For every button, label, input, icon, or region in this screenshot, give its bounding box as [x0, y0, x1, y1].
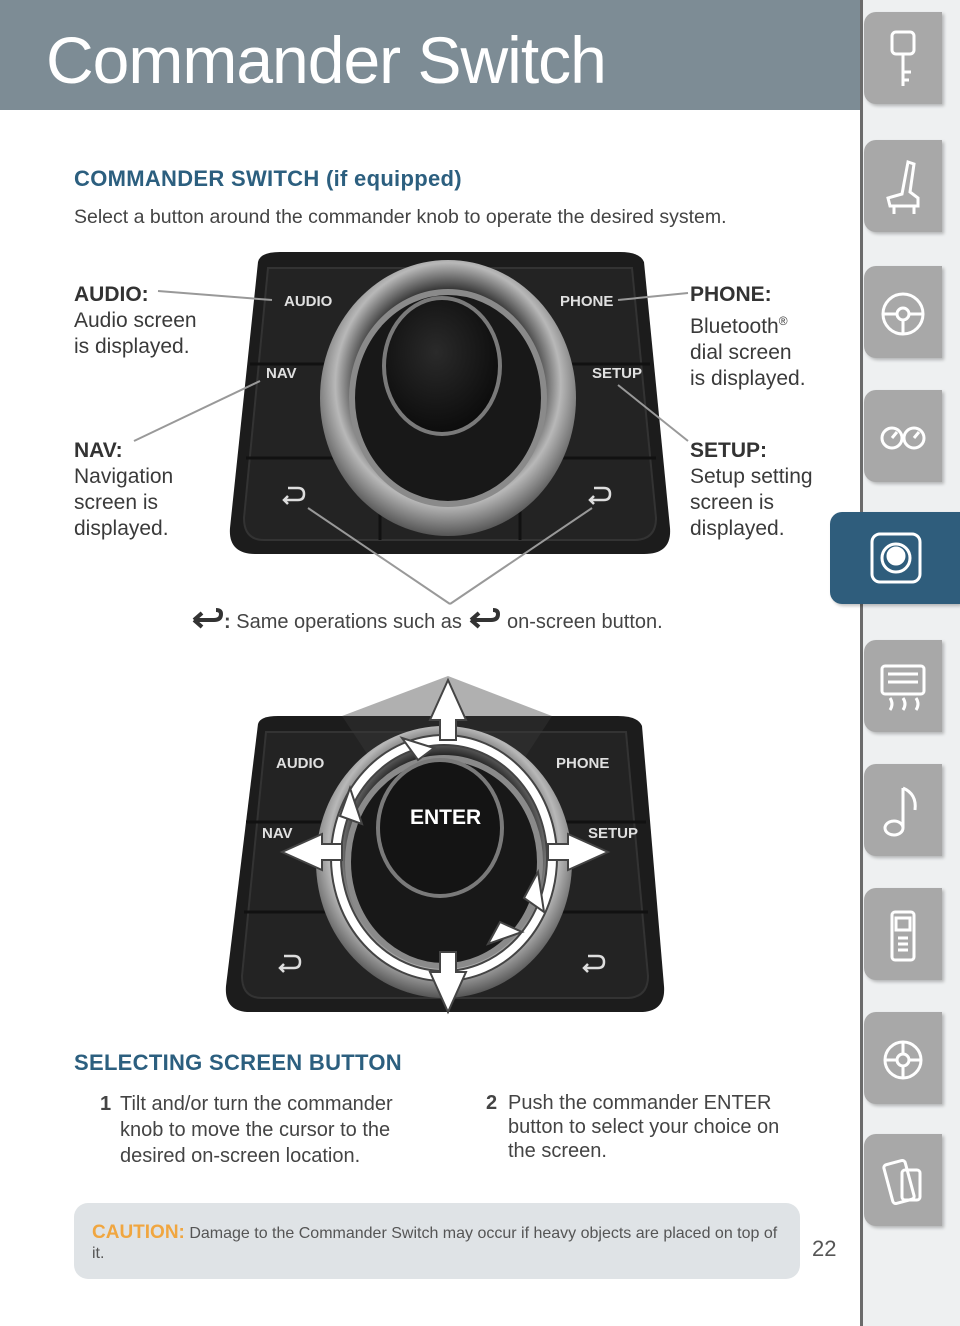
tab-climate[interactable]: [864, 640, 942, 732]
tab-keys[interactable]: [864, 12, 942, 104]
tab-audio[interactable]: [864, 764, 942, 856]
step-1-line3: desired on-screen location.: [120, 1145, 361, 1167]
setup-label-line3: displayed.: [690, 517, 785, 540]
phone-label-line1: Bluetooth®: [690, 308, 806, 340]
page-title: Commander Switch: [46, 23, 607, 97]
caution-label: CAUTION:: [92, 1222, 185, 1243]
sidebar-divider: [860, 0, 863, 1326]
audio-label-line1: Audio screen: [74, 309, 197, 332]
registered-mark: ®: [778, 314, 788, 328]
commander-enter-photo: AUDIO PHONE NAV SETUP ENTER: [225, 676, 665, 1015]
setup-label-title: SETUP:: [690, 439, 768, 462]
panel2-back-left-icon: [278, 954, 302, 973]
caption-text2: on-screen button.: [501, 611, 663, 633]
panel2-audio-button: AUDIO: [276, 755, 325, 772]
step-2-line3: the screen.: [508, 1140, 607, 1162]
leader-lines: [133, 290, 689, 605]
step-2-line2: button to select your choice on: [508, 1116, 780, 1138]
audio-label-line2: is displayed.: [74, 335, 190, 358]
panel2-back-right-icon: [582, 954, 606, 973]
tilt-arrows-icon: [279, 677, 611, 1015]
caution-box: CAUTION: Damage to the Commander Switch …: [74, 1203, 800, 1279]
step-2-number: 2: [486, 1092, 498, 1114]
back-icon: [192, 608, 224, 629]
panel-setup-button: SETUP: [592, 365, 642, 382]
music-note-icon: [883, 786, 917, 837]
audio-label: AUDIO: Audio screen is displayed.: [74, 282, 197, 360]
tab-devices[interactable]: [864, 1134, 942, 1226]
step-2-line1: Push the commander ENTER: [508, 1092, 772, 1114]
panel2-phone-button: PHONE: [556, 755, 609, 772]
panel-back-right-icon: [588, 486, 612, 505]
back-button-caption: : Same operations such as on-screen butt…: [190, 608, 663, 634]
gauges-icon: [880, 426, 926, 450]
phone-label-line2: dial screen: [690, 341, 792, 364]
phone-label-title: PHONE:: [690, 283, 772, 306]
tab-seats[interactable]: [864, 140, 942, 232]
panel-back-left-icon: [282, 486, 306, 505]
panel-phone-button: PHONE: [560, 293, 613, 310]
phone-label-bluetooth: Bluetooth: [690, 315, 779, 338]
nav-label: NAV: Navigation screen is displayed.: [74, 438, 173, 542]
climate-icon: [880, 664, 926, 711]
setup-label-line1: Setup setting: [690, 465, 813, 488]
enter-label: ENTER: [410, 806, 481, 829]
wheel-icon: [883, 1040, 923, 1080]
nav-label-line1: Navigation: [74, 465, 174, 488]
seat-icon: [886, 160, 920, 214]
setup-label: SETUP: Setup setting screen is displayed…: [690, 438, 813, 542]
audio-label-title: AUDIO:: [74, 283, 149, 306]
tab-commander[interactable]: [830, 512, 960, 604]
back-icon-inline: [470, 608, 501, 629]
page-number: 22: [812, 1236, 837, 1261]
nav-label-title: NAV:: [74, 439, 123, 462]
step-1-number: 1: [100, 1093, 112, 1115]
section-heading-commander: COMMANDER SWITCH (if equipped): [74, 166, 462, 191]
step-2: 2 Push the commander ENTER button to sel…: [486, 1091, 826, 1163]
phone-label-line3: is displayed.: [690, 367, 806, 390]
setup-label-line2: screen is: [690, 491, 775, 514]
step-1-line1: Tilt and/or turn the commander: [120, 1093, 393, 1115]
intro-text: Select a button around the commander kno…: [74, 206, 727, 228]
key-icon: [890, 30, 916, 86]
nav-label-line3: displayed.: [74, 517, 169, 540]
commander-switch-photo: AUDIO PHONE NAV SETUP: [229, 252, 671, 554]
section-heading-selecting: SELECTING SCREEN BUTTON: [74, 1050, 402, 1075]
steering-wheel-icon: [881, 292, 925, 336]
phone-label: PHONE: Bluetooth® dial screen is display…: [690, 282, 806, 392]
panel2-nav-button: NAV: [262, 825, 293, 842]
caption-colon: :: [224, 611, 231, 633]
panel-nav-button: NAV: [266, 365, 297, 382]
commander-knob-icon: [870, 532, 922, 584]
phone-icon: [890, 910, 916, 962]
caution-text: CAUTION: Damage to the Commander Switch …: [92, 1223, 782, 1264]
step-1-line2: knob to move the cursor to the: [120, 1119, 391, 1141]
tab-maintenance[interactable]: [864, 1012, 942, 1104]
tab-gauges[interactable]: [864, 390, 942, 482]
phone-device-icon: [882, 1159, 922, 1205]
panel2-setup-button: SETUP: [588, 825, 638, 842]
panel-audio-button: AUDIO: [284, 293, 333, 310]
caption-text1: Same operations such as: [230, 611, 468, 633]
caution-body: Damage to the Commander Switch may occur…: [92, 1225, 778, 1262]
tab-phone[interactable]: [864, 888, 942, 980]
page-header: Commander Switch: [0, 0, 862, 110]
nav-label-line2: screen is: [74, 491, 159, 514]
step-1: 1 Tilt and/or turn the commander knob to…: [100, 1091, 440, 1169]
tab-driving[interactable]: [864, 266, 942, 358]
